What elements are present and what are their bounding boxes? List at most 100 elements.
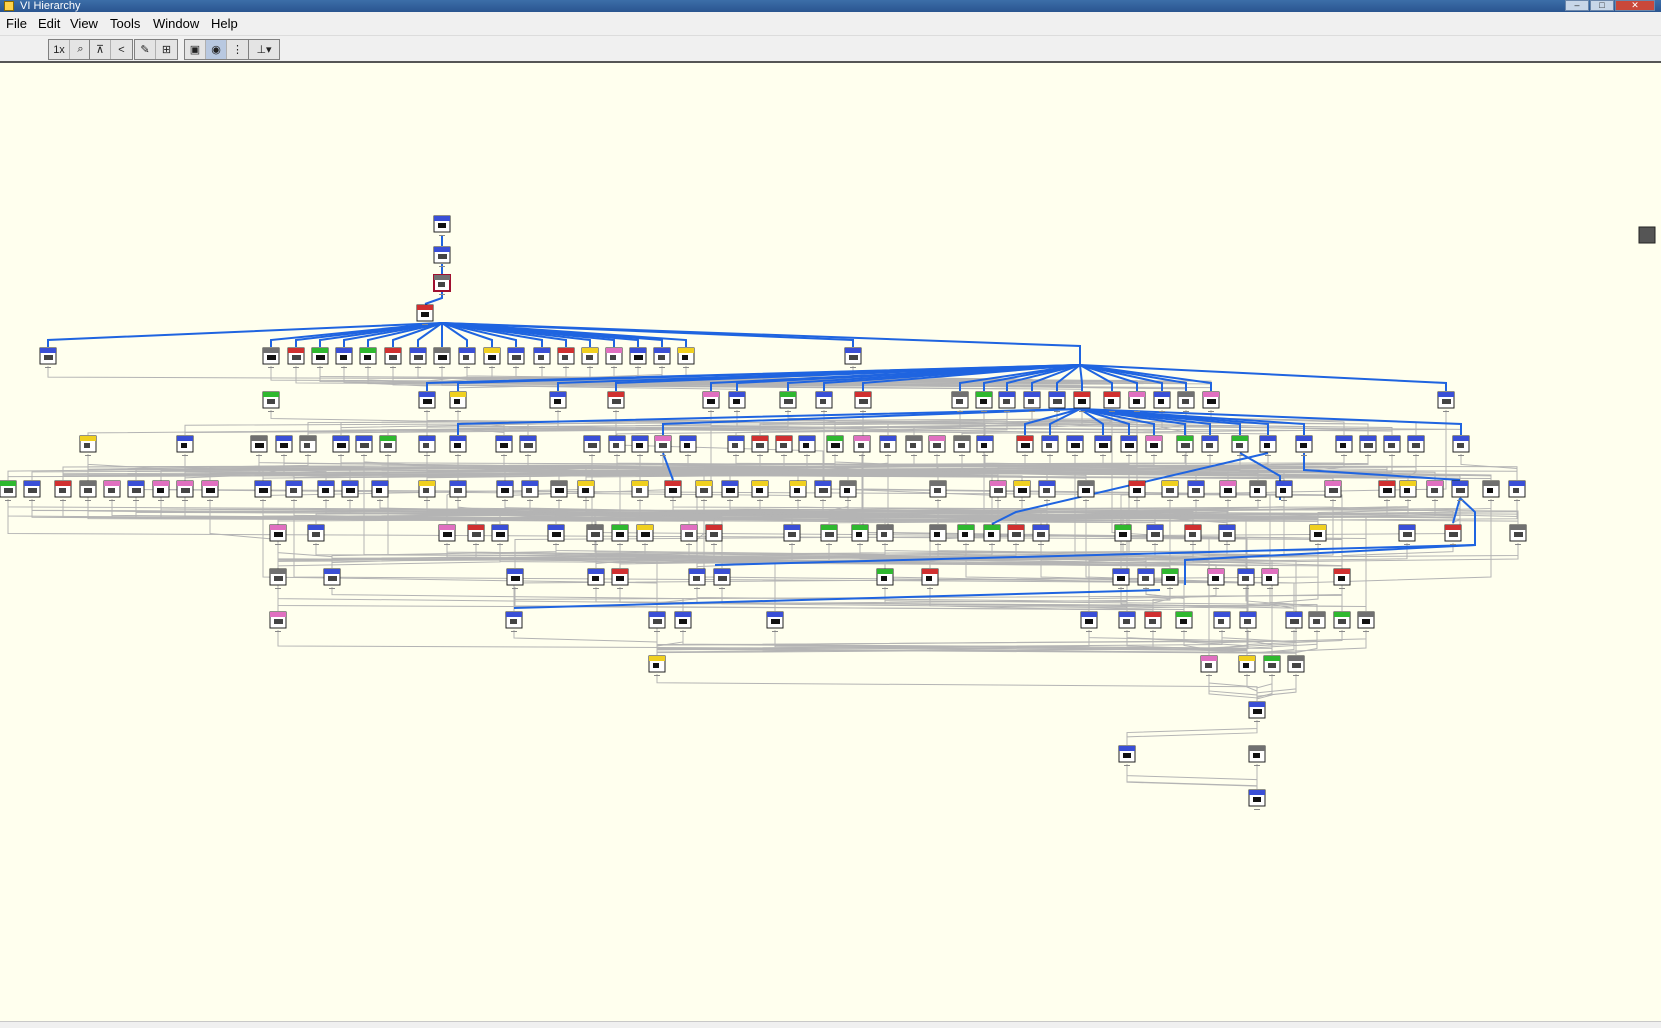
vi-node[interactable]: [254, 480, 272, 501]
vi-node[interactable]: [953, 435, 971, 456]
vi-node[interactable]: [607, 391, 625, 412]
vi-node[interactable]: [1023, 391, 1041, 412]
vi-node[interactable]: [1398, 524, 1416, 545]
vi-node[interactable]: [152, 480, 170, 501]
vi-node[interactable]: [1285, 611, 1303, 632]
vi-node[interactable]: [1237, 568, 1255, 589]
show-all-vis-icon[interactable]: ⋮: [232, 44, 243, 56]
vi-node[interactable]: [1309, 524, 1327, 545]
vi-node[interactable]: [583, 435, 601, 456]
vi-node[interactable]: [384, 347, 402, 368]
vi-node[interactable]: [587, 568, 605, 589]
vi-node[interactable]: [1073, 391, 1091, 412]
vi-node[interactable]: [1426, 480, 1444, 501]
vi-node[interactable]: [1207, 568, 1225, 589]
vi-node[interactable]: [1103, 391, 1121, 412]
vi-node[interactable]: [1176, 435, 1194, 456]
vi-node[interactable]: [1248, 745, 1266, 766]
vi-node[interactable]: [269, 611, 287, 632]
vi-node[interactable]: [1508, 480, 1526, 501]
vi-node[interactable]: [1248, 701, 1266, 722]
vi-node[interactable]: [418, 391, 436, 412]
window-titlebar[interactable]: VI Hierarchy – □ ✕: [0, 0, 1661, 12]
vi-node[interactable]: [449, 480, 467, 501]
vi-node[interactable]: [1295, 435, 1313, 456]
vi-node[interactable]: [1145, 435, 1163, 456]
vi-node[interactable]: [611, 568, 629, 589]
vi-node[interactable]: [335, 347, 353, 368]
vi-node[interactable]: [854, 391, 872, 412]
vi-node[interactable]: [1187, 480, 1205, 501]
vi-node[interactable]: [379, 435, 397, 456]
vi-node[interactable]: [728, 391, 746, 412]
vi-node[interactable]: [631, 435, 649, 456]
vi-node[interactable]: [416, 304, 434, 325]
vi-node[interactable]: [1213, 611, 1231, 632]
vi-node[interactable]: [1041, 435, 1059, 456]
vi-node[interactable]: [521, 480, 539, 501]
vi-node[interactable]: [433, 246, 451, 267]
vi-node[interactable]: [851, 524, 869, 545]
vi-node[interactable]: [269, 568, 287, 589]
vi-node[interactable]: [766, 611, 784, 632]
include-globals-icon[interactable]: ▣: [185, 40, 206, 59]
vi-node[interactable]: [1482, 480, 1500, 501]
vi-node[interactable]: [547, 524, 565, 545]
hierarchy-canvas[interactable]: [0, 63, 1661, 1021]
vi-node[interactable]: [839, 480, 857, 501]
vi-node[interactable]: [713, 568, 731, 589]
vi-node[interactable]: [1437, 391, 1455, 412]
vi-node[interactable]: [581, 347, 599, 368]
vi-node[interactable]: [1013, 480, 1031, 501]
include-vi-lib-icon[interactable]: ⊞: [161, 44, 172, 56]
vi-node[interactable]: [483, 347, 501, 368]
vi-node[interactable]: [751, 480, 769, 501]
vi-node[interactable]: [677, 347, 695, 368]
vi-node[interactable]: [507, 347, 525, 368]
vi-node[interactable]: [418, 480, 436, 501]
vi-node[interactable]: [1137, 568, 1155, 589]
vi-node[interactable]: [1177, 391, 1195, 412]
vi-node[interactable]: [1399, 480, 1417, 501]
vi-node[interactable]: [721, 480, 739, 501]
vi-node[interactable]: [905, 435, 923, 456]
vi-node[interactable]: [1153, 391, 1171, 412]
vi-node[interactable]: [1080, 611, 1098, 632]
vi-node[interactable]: [1275, 480, 1293, 501]
vi-node[interactable]: [798, 435, 816, 456]
vi-node[interactable]: [1359, 435, 1377, 456]
vi-node[interactable]: [371, 480, 389, 501]
vi-node[interactable]: [496, 480, 514, 501]
vi-node[interactable]: [311, 347, 329, 368]
vi-node[interactable]: [299, 435, 317, 456]
vi-node[interactable]: [975, 391, 993, 412]
vi-node[interactable]: [1114, 524, 1132, 545]
vi-node[interactable]: [201, 480, 219, 501]
vi-node[interactable]: [826, 435, 844, 456]
maximize-button[interactable]: □: [1590, 0, 1614, 11]
vi-node[interactable]: [876, 568, 894, 589]
vi-node[interactable]: [611, 524, 629, 545]
vi-node[interactable]: [636, 524, 654, 545]
zoom-1x-icon[interactable]: 1x: [49, 40, 70, 59]
vi-node[interactable]: [605, 347, 623, 368]
vi-node[interactable]: [557, 347, 575, 368]
vi-node[interactable]: [929, 480, 947, 501]
vi-node[interactable]: [976, 435, 994, 456]
vi-node[interactable]: [653, 347, 671, 368]
vi-node[interactable]: [998, 391, 1016, 412]
vi-node[interactable]: [1048, 391, 1066, 412]
vi-node[interactable]: [433, 347, 451, 368]
vi-node[interactable]: [695, 480, 713, 501]
vi-node[interactable]: [1308, 611, 1326, 632]
vi-node[interactable]: [103, 480, 121, 501]
vi-node[interactable]: [1202, 391, 1220, 412]
vi-node[interactable]: [341, 480, 359, 501]
vi-node[interactable]: [505, 611, 523, 632]
vi-node[interactable]: [921, 568, 939, 589]
vi-node[interactable]: [631, 480, 649, 501]
vi-node[interactable]: [680, 524, 698, 545]
vi-node[interactable]: [1218, 524, 1236, 545]
vi-node[interactable]: [39, 347, 57, 368]
vi-node[interactable]: [519, 435, 537, 456]
